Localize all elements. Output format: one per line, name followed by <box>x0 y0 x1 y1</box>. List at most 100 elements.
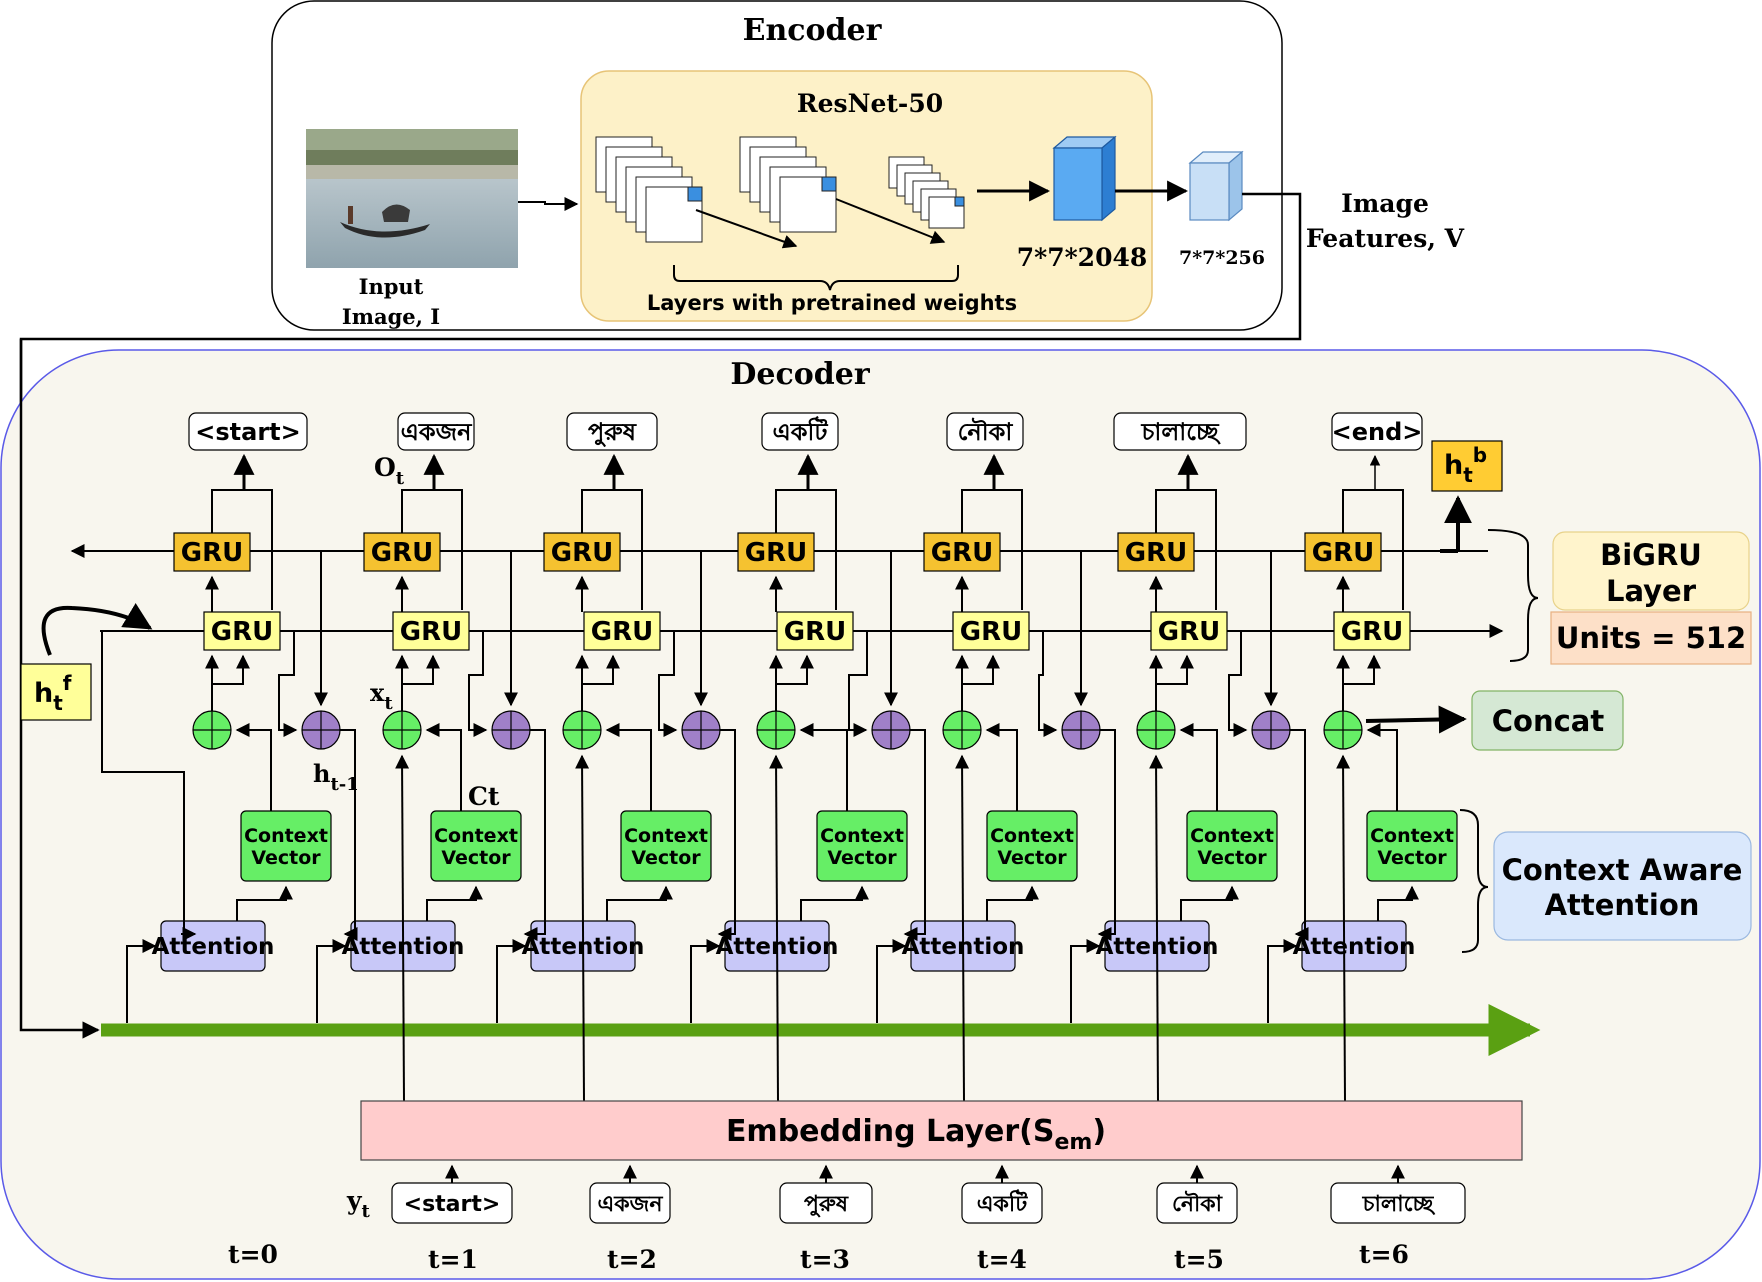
timestep-label: t=0 <box>228 1240 278 1269</box>
concat-arrow <box>1365 705 1467 734</box>
features-label-1: Image <box>1341 189 1429 218</box>
context-vector-label-2: Vector <box>997 847 1067 869</box>
feature-to-attention-arrow <box>876 939 907 1023</box>
context-to-plus-arrow <box>425 723 462 811</box>
backward-gru-box <box>923 532 1001 572</box>
image-to-resnet-arrow <box>518 197 579 211</box>
attention-to-context-arrow <box>1377 885 1419 921</box>
htf-curve-arrow <box>41 603 153 656</box>
context-vector-label-1: Context <box>1190 825 1274 847</box>
embedding-to-plus-arrow <box>1149 754 1164 1102</box>
concat-label: Concat <box>1492 704 1605 738</box>
attention-to-context-arrow <box>986 885 1039 921</box>
forward-gru-label: GRU <box>1341 617 1403 647</box>
backward-gru-box <box>543 532 621 572</box>
feature-2048-label: 7*7*2048 <box>1017 243 1148 272</box>
gru-output-wire <box>1342 489 1404 610</box>
forward-gru-box <box>392 611 470 651</box>
context-to-plus-arrow <box>605 723 652 811</box>
feature-to-attention-arrow <box>1267 939 1298 1023</box>
caa-label-2: Attention <box>1545 888 1700 922</box>
feature-to-attention-arrow <box>1070 939 1101 1023</box>
context-vector-label-1: Context <box>820 825 904 847</box>
gru-output-wire <box>401 489 463 610</box>
htf-box <box>20 663 92 721</box>
forward-to-hidden-arrow <box>468 631 488 737</box>
context-to-plus-arrow <box>1366 723 1398 811</box>
attention-brace <box>1459 809 1489 953</box>
feature-to-attention-arrow <box>690 939 721 1023</box>
timestep-label: t=4 <box>977 1245 1027 1274</box>
forward-gru-box <box>203 611 281 651</box>
backward-gru-box <box>363 532 441 572</box>
hidden-state-node-group <box>848 551 926 941</box>
hidden-to-attention-arrow <box>903 729 926 941</box>
backward-gru-label: GRU <box>931 538 993 568</box>
backward-gru-label: GRU <box>551 538 613 568</box>
attention-to-context-arrow <box>426 885 483 921</box>
output-token-box <box>1331 412 1423 451</box>
timestep-label: t=3 <box>800 1245 850 1274</box>
timestep-label: t=5 <box>1174 1245 1224 1274</box>
attention-label: Attention <box>1293 934 1416 960</box>
hidden-state-node-group <box>278 551 358 941</box>
layer-stacks <box>595 136 965 249</box>
forward-gru-label: GRU <box>784 617 846 647</box>
concat-box <box>1471 690 1624 751</box>
ct-label: Ct <box>468 782 500 811</box>
timestep-label: t=1 <box>428 1245 478 1274</box>
embedding-label: Embedding Layer(Sem) <box>726 1114 1106 1155</box>
gru-output-wire <box>211 489 273 610</box>
forward-gru-label: GRU <box>211 617 273 647</box>
kernel-square <box>687 186 703 202</box>
output-token-box <box>397 412 475 451</box>
plus-branch-arrow <box>582 654 620 685</box>
plus-sign <box>383 711 421 749</box>
context-vector-label-2: Vector <box>441 847 511 869</box>
gru-output-wire <box>1155 489 1217 610</box>
htb-box <box>1431 440 1503 492</box>
plus-sign <box>1137 711 1175 749</box>
forward-to-hidden-arrow <box>278 631 298 737</box>
bigru-brace <box>1487 529 1539 662</box>
backward-gru-box <box>737 532 815 572</box>
context-vector-box <box>240 810 332 882</box>
context-vector-label-1: Context <box>434 825 518 847</box>
xt-label: xt <box>370 678 393 714</box>
attention-to-context-arrow <box>1180 885 1239 921</box>
bigru-box <box>1552 531 1750 611</box>
hidden-plus-sign <box>1062 711 1100 749</box>
units-box <box>1550 611 1752 665</box>
forward-gru-label: GRU <box>960 617 1022 647</box>
context-vector-box <box>986 810 1078 882</box>
context-vector-label-1: Context <box>1370 825 1454 847</box>
hidden-state-node-group <box>1038 551 1116 941</box>
embedding-to-plus-arrow <box>1336 754 1351 1102</box>
hidden-to-attention-arrow <box>1097 729 1116 941</box>
forward-gru-box <box>1333 611 1411 651</box>
hidden-to-attention-arrow <box>717 729 736 941</box>
backward-gru-label: GRU <box>745 538 807 568</box>
plus-sign <box>943 711 981 749</box>
hidden-plus-sign <box>1252 711 1290 749</box>
forward-gru-label: GRU <box>1158 617 1220 647</box>
hidden-plus-sign <box>872 711 910 749</box>
kernel-square <box>821 176 837 192</box>
ht1-label: ht-1 <box>313 759 359 795</box>
htf-label: htf <box>34 671 72 715</box>
forward-gru-box <box>952 611 1030 651</box>
yt-label: yt <box>346 1186 371 1222</box>
context-vector-label-2: Vector <box>251 847 321 869</box>
plus-branch-arrow <box>776 654 814 685</box>
input-token: একটি <box>977 1189 1028 1217</box>
input-token: চালাচ্ছে <box>1362 1192 1436 1217</box>
plus-branch-arrow <box>212 654 250 685</box>
gru-output-wire <box>961 489 1023 610</box>
output-token: পুরুষ <box>588 418 637 447</box>
attention-box <box>1301 920 1407 972</box>
